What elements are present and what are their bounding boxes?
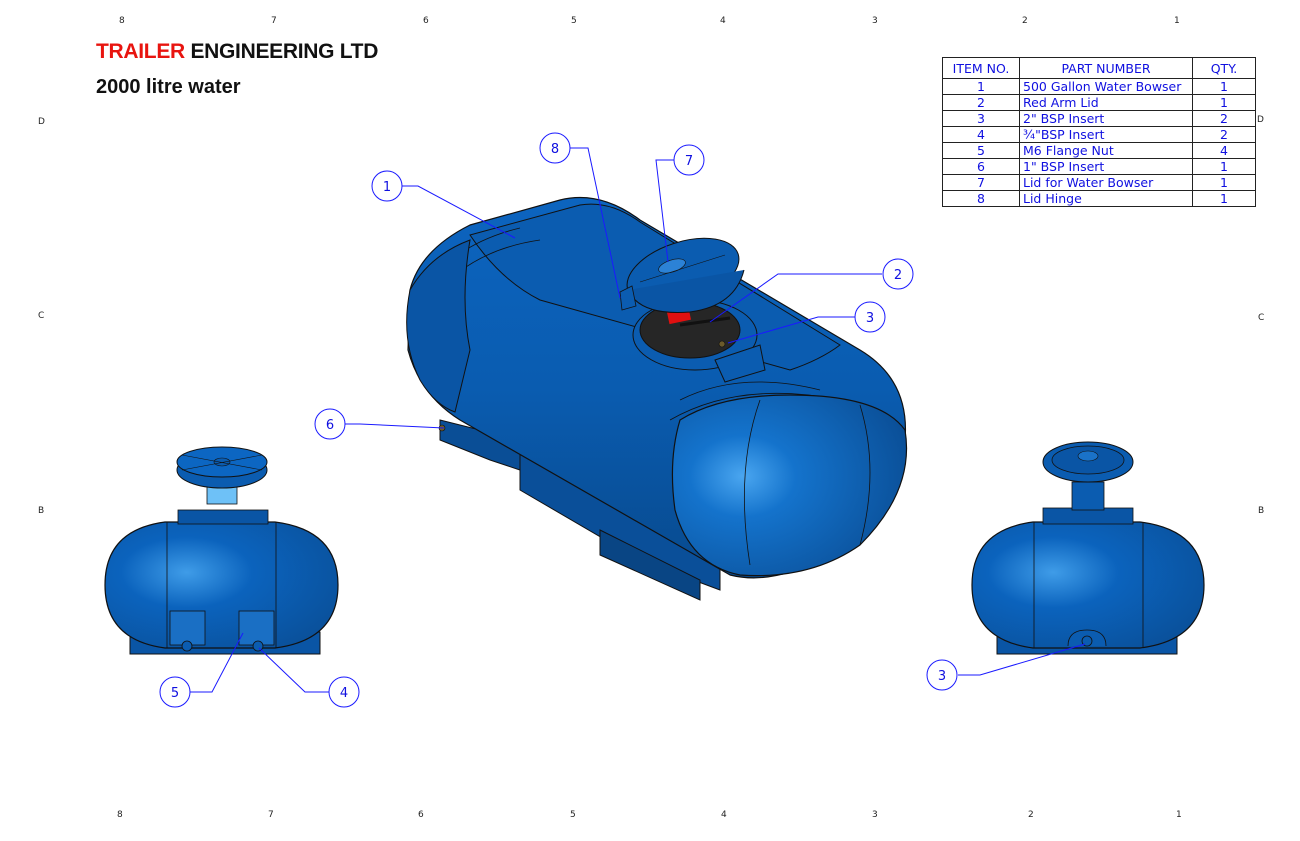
drawing-subtitle: 2000 litre water xyxy=(96,76,241,98)
bom-part: 2" BSP Insert xyxy=(1019,110,1193,127)
bom-part: 1" BSP Insert xyxy=(1019,158,1193,175)
balloon-1: 1 xyxy=(371,170,403,202)
bom-part: Red Arm Lid xyxy=(1019,94,1193,111)
zone-bottom-8: 8 xyxy=(117,810,123,820)
zone-top-3: 3 xyxy=(872,16,878,26)
svg-text:1: 1 xyxy=(383,180,391,195)
zone-top-7: 7 xyxy=(271,16,277,26)
zone-bottom-1: 1 xyxy=(1176,810,1182,820)
zone-top-4: 4 xyxy=(720,16,726,26)
company-brand: TRAILER xyxy=(96,40,185,63)
svg-text:7: 7 xyxy=(685,154,693,169)
bom-part: Lid for Water Bowser xyxy=(1019,174,1193,191)
bom-header-row: ITEM NO. PART NUMBER QTY. xyxy=(942,57,1256,79)
zone-top-1: 1 xyxy=(1174,16,1180,26)
zone-top-8: 8 xyxy=(119,16,125,26)
zone-left-B: B xyxy=(38,506,45,516)
svg-text:3: 3 xyxy=(938,669,946,684)
right-end-view xyxy=(971,441,1205,655)
zone-right-D: D xyxy=(1257,115,1264,125)
company-name-rest: ENGINEERING LTD xyxy=(184,40,379,63)
zone-top-5: 5 xyxy=(571,16,577,26)
svg-text:2: 2 xyxy=(894,268,902,283)
bom-part: Lid Hinge xyxy=(1019,190,1193,207)
zone-bottom-3: 3 xyxy=(872,810,878,820)
balloon-3-right-view: 3 xyxy=(926,659,958,691)
zone-left-D: D xyxy=(38,117,45,127)
company-title: TRAILER ENGINEERING LTD xyxy=(96,40,378,64)
svg-text:3: 3 xyxy=(866,311,874,326)
isometric-tank-view xyxy=(406,196,908,601)
leader-lines xyxy=(190,147,1086,693)
zone-bottom-4: 4 xyxy=(721,810,727,820)
balloon-5: 5 xyxy=(159,676,191,708)
bom-header-qty: QTY. xyxy=(1192,57,1256,79)
zone-right-C: C xyxy=(1258,313,1265,323)
svg-text:4: 4 xyxy=(340,686,348,701)
zone-top-6: 6 xyxy=(423,16,429,26)
zone-bottom-6: 6 xyxy=(418,810,424,820)
zone-bottom-5: 5 xyxy=(570,810,576,820)
bom-part: M6 Flange Nut xyxy=(1019,142,1193,159)
zone-left-C: C xyxy=(38,311,45,321)
balloon-8: 8 xyxy=(539,132,571,164)
svg-text:5: 5 xyxy=(171,686,179,701)
zone-top-2: 2 xyxy=(1022,16,1028,26)
balloon-3: 3 xyxy=(854,301,886,333)
zone-bottom-2: 2 xyxy=(1028,810,1034,820)
balloon-2: 2 xyxy=(882,258,914,290)
zone-right-B: B xyxy=(1258,506,1265,516)
zone-bottom-7: 7 xyxy=(268,810,274,820)
balloon-7: 7 xyxy=(673,144,705,176)
left-end-view xyxy=(104,446,339,655)
bom-qty: 1 xyxy=(1192,190,1256,207)
balloon-6: 6 xyxy=(314,408,346,440)
svg-text:6: 6 xyxy=(326,418,334,433)
svg-text:8: 8 xyxy=(551,142,559,157)
balloon-4: 4 xyxy=(328,676,360,708)
